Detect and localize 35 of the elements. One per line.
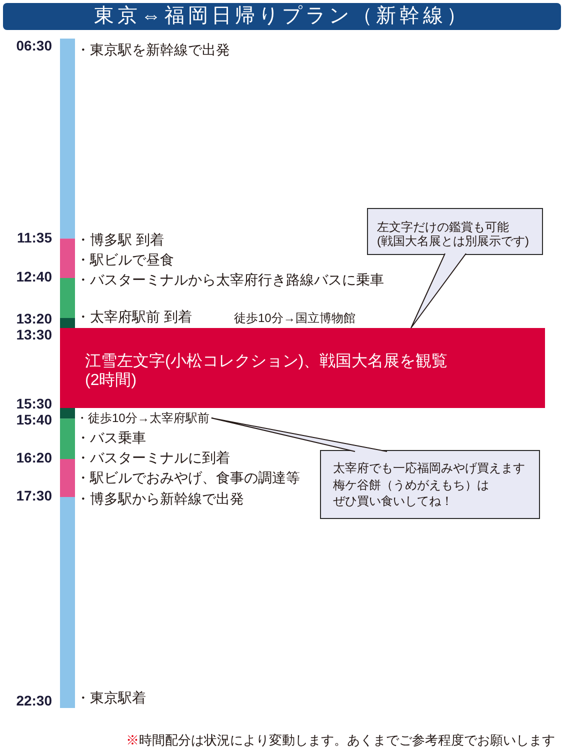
time-label: 16:20 [16, 449, 52, 466]
event-text: ・バス乗車 [76, 430, 146, 446]
callout-text: ぜひ買い食いしてね！ [333, 493, 453, 510]
event-text: ・東京駅着 [76, 690, 146, 706]
time-label: 22:30 [16, 692, 52, 710]
footnote: ※時間配分は状況により変動します。あくまでご参考程度でお願いします [126, 732, 555, 748]
event-text: ・バスターミナルから太宰府行き路線バスに乗車 [76, 272, 384, 288]
callout-text: 左文字だけの鑑賞も可能 [377, 220, 509, 234]
callout-text: 太宰府でも一応福岡みやげ買えます [333, 460, 525, 476]
activity-text: (2時間) [85, 371, 137, 390]
time-label: 15:40 [16, 412, 52, 428]
time-label: 17:30 [16, 488, 52, 504]
event-text: ・駅ビルでおみやげ、食事の調達等 [76, 470, 300, 486]
time-label: 11:35 [16, 230, 52, 246]
event-text: ・太宰府駅前 到着 [76, 308, 192, 326]
time-label: 06:30 [16, 38, 52, 54]
activity-band [60, 328, 545, 408]
title-banner: 東京⇔福岡日帰りプラン（新幹線） [3, 3, 561, 30]
event-text: ・東京駅を新幹線で出発 [76, 42, 230, 58]
event-text: ・徒歩10分→太宰府駅前 [76, 410, 210, 426]
callout-box [367, 208, 543, 255]
callout-text: (戦国大名展とは別展示です) [377, 234, 529, 248]
event-text: ・バスターミナルに到着 [76, 450, 230, 466]
time-label: 12:40 [16, 268, 52, 286]
activity-text: 江雪左文字(小松コレクション)、戦国大名展を観覧 [85, 352, 448, 371]
callout-text: 梅ケ谷餅（うめがえもち）は [333, 476, 489, 493]
event-text: ・駅ビルで昼食 [76, 252, 174, 268]
callout-pointer [210, 418, 388, 452]
time-label: 13:30 [16, 326, 52, 343]
event-note: 徒歩10分→国立博物館 [234, 310, 356, 326]
event-text: ・博多駅 到着 [76, 232, 164, 248]
time-label: 13:20 [16, 310, 52, 327]
callout-pointer [410, 253, 466, 328]
time-label: 15:30 [16, 396, 52, 412]
event-text: ・博多駅から新幹線で出発 [76, 490, 244, 508]
